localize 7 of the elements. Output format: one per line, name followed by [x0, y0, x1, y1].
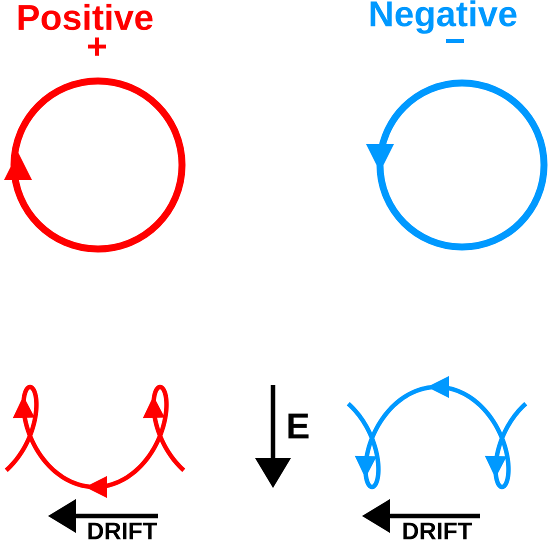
sign-label: +: [88, 37, 106, 56]
drift-label: DRIFT: [403, 522, 472, 540]
heading: Negative: [370, 0, 517, 34]
drift-label: DRIFT: [88, 522, 157, 540]
heading: Positive: [18, 4, 153, 30]
field-label: E: [288, 414, 309, 438]
sign-label: −: [446, 39, 464, 43]
